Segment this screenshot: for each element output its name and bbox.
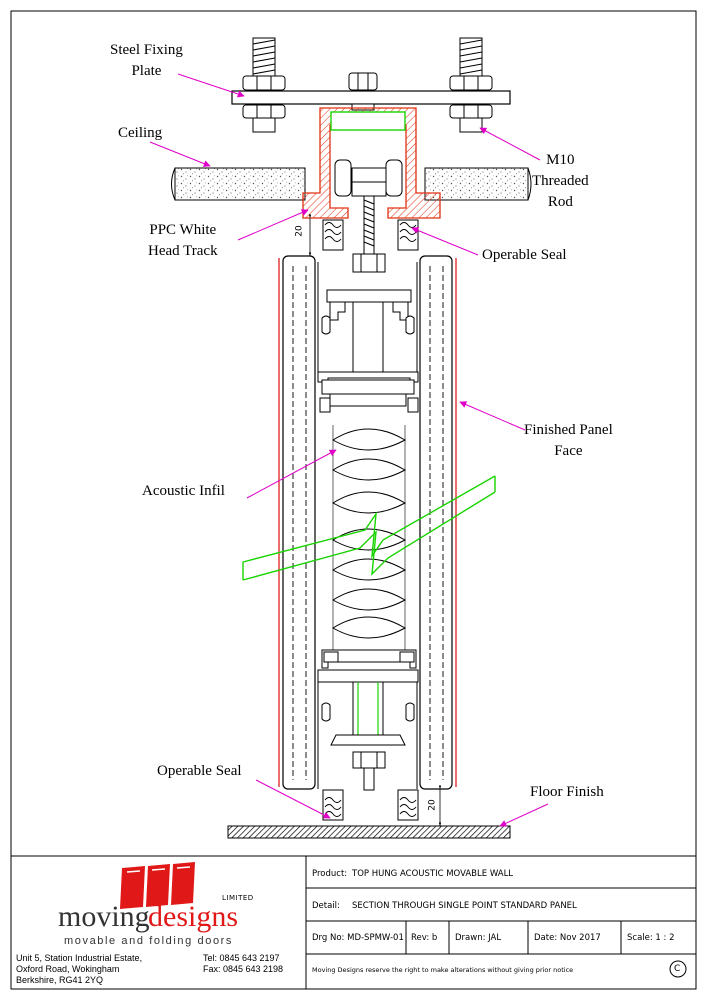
label-line: Steel Fixing xyxy=(110,42,183,58)
head-track xyxy=(302,107,441,219)
logo-limited: LIMITED xyxy=(222,894,254,902)
label-line: Plate xyxy=(131,63,162,79)
ceiling-slab xyxy=(171,167,532,201)
label-ppc-head-track: PPC White Head Track xyxy=(148,220,218,262)
drawing-number: Drg No: MD-SPMW-01 xyxy=(312,933,404,943)
label-line: PPC White xyxy=(149,222,217,238)
break-lines xyxy=(242,475,496,581)
label-acoustic-infil: Acoustic Infil xyxy=(142,483,225,499)
label-m10-rod: M10 Threaded Rod xyxy=(532,150,589,213)
logo-tagline: movable and folding doors xyxy=(64,935,234,947)
copyright-mark: C xyxy=(674,964,681,974)
acoustic-infil xyxy=(332,425,407,650)
floor-finish xyxy=(227,825,511,839)
steel-fixing-plate xyxy=(231,90,511,105)
label-operable-seal-bottom: Operable Seal xyxy=(157,763,242,779)
detail-label: Detail: xyxy=(312,901,340,911)
logo-word-designs: designs xyxy=(148,900,238,933)
operable-seal-top xyxy=(322,219,419,251)
label-line: Rod xyxy=(547,194,573,210)
leader-head-track xyxy=(237,209,309,241)
revision: Rev: b xyxy=(411,933,438,943)
leader-seal-top xyxy=(411,227,479,256)
label-floor-finish: Floor Finish xyxy=(530,784,604,800)
address-tel: Tel: 0845 643 2197 xyxy=(203,953,280,963)
upper-frame xyxy=(317,289,419,413)
label-finished-panel-face: Finished Panel Face xyxy=(524,420,613,462)
label-line: Face xyxy=(554,443,583,459)
lower-frame xyxy=(317,649,419,791)
panel-body xyxy=(278,255,457,790)
address-fax: Fax: 0845 643 2198 xyxy=(203,964,284,974)
label-ceiling: Ceiling xyxy=(118,125,163,141)
product-label: Product: xyxy=(312,869,348,879)
centre-nut xyxy=(348,72,378,111)
leader-acoustic-infil xyxy=(246,449,337,499)
label-line: Head Track xyxy=(148,243,218,259)
address-line-2: Oxford Road, Wokingham xyxy=(16,964,120,974)
product-value: TOP HUNG ACOUSTIC MOVABLE WALL xyxy=(352,869,514,879)
address-line-3: Berkshire, RG41 2YQ xyxy=(16,975,104,985)
drawing-scale: Scale: 1 : 2 xyxy=(627,933,675,943)
dimension-bottom-text: 20 xyxy=(427,799,438,811)
title-block-lines xyxy=(10,855,697,990)
trolley xyxy=(334,159,403,273)
leader-seal-bottom xyxy=(255,779,331,819)
label-leaders xyxy=(149,73,549,827)
leader-ceiling xyxy=(149,141,211,167)
leader-steel-fixing-plate xyxy=(177,73,245,98)
logo-mark xyxy=(120,862,195,909)
drawing-date: Date: Nov 2017 xyxy=(534,933,601,943)
leader-floor-finish xyxy=(499,803,549,827)
label-operable-seal-top: Operable Seal xyxy=(482,247,567,263)
operable-seal-bottom xyxy=(322,789,419,821)
sheet-border xyxy=(10,10,697,990)
leader-finished-face xyxy=(459,401,526,431)
drawn-by: Drawn: JAL xyxy=(455,933,502,943)
logo-word-moving: moving xyxy=(58,900,150,933)
label-steel-fixing-plate: Steel Fixing Plate xyxy=(110,40,183,82)
threaded-rod-right xyxy=(449,37,493,133)
threaded-rod-left xyxy=(242,37,286,133)
detail-value: SECTION THROUGH SINGLE POINT STANDARD PA… xyxy=(352,901,577,911)
address-line-1: Unit 5, Station Industrial Estate, xyxy=(16,953,143,963)
label-line: M10 xyxy=(546,152,575,168)
alteration-notice: Moving Designs reserve the right to make… xyxy=(312,966,574,974)
label-line: Finished Panel xyxy=(524,422,613,438)
leader-m10-rod xyxy=(479,127,541,161)
label-line: Threaded xyxy=(532,173,589,189)
dimension-top-text: 20 xyxy=(294,225,305,237)
